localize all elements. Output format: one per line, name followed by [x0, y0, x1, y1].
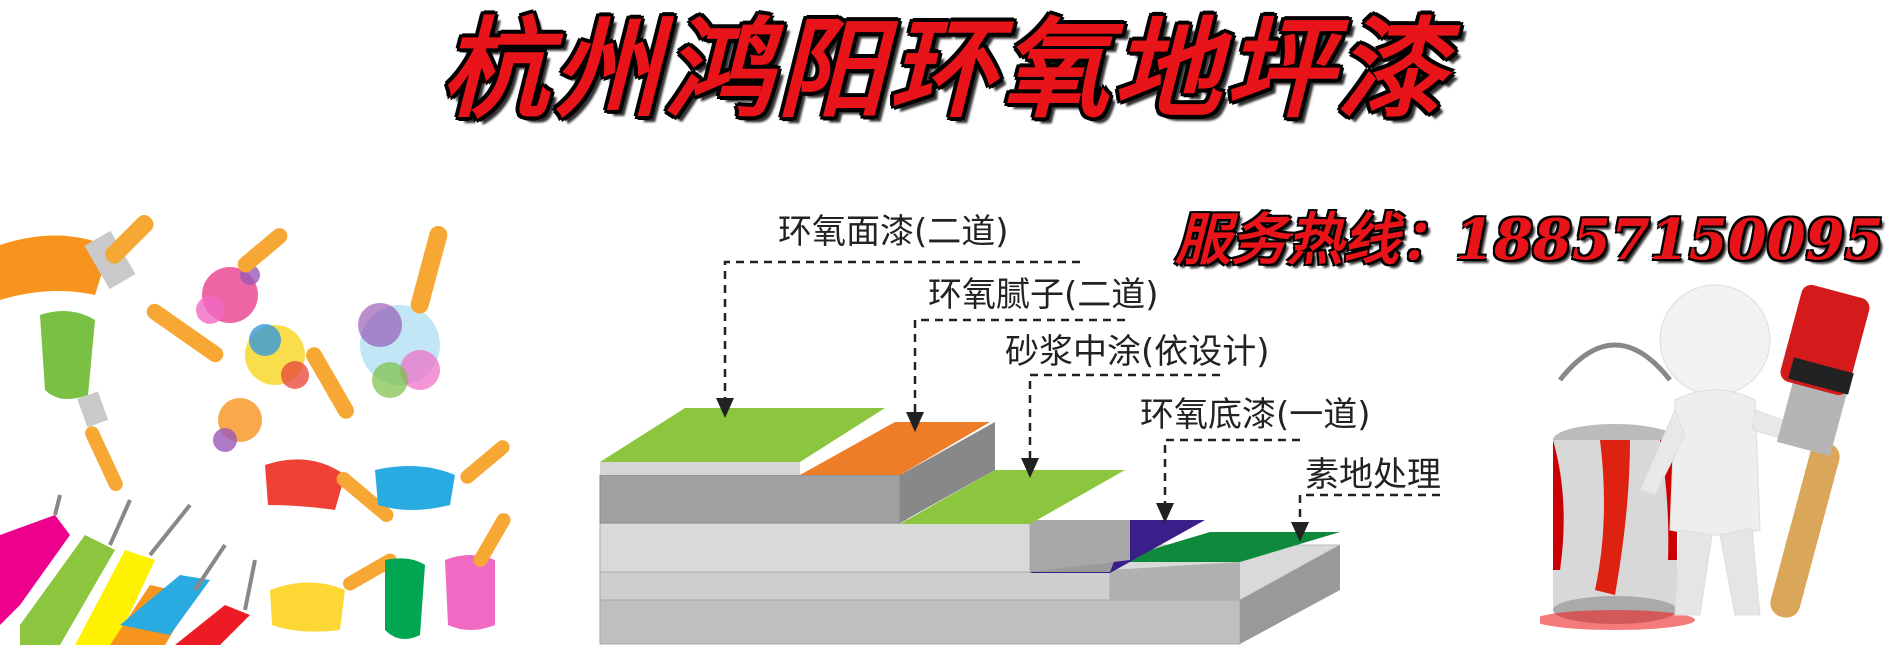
- label-primer: 环氧底漆(一道): [1140, 395, 1371, 435]
- layer-mortar: [900, 470, 1125, 524]
- label-bare-floor: 素地处理: [1305, 455, 1441, 495]
- paint-brushes-icon: [0, 215, 511, 645]
- layer-topcoat: [600, 408, 885, 462]
- layer-putty: [800, 422, 990, 475]
- figure-paint-bucket-icon: [1540, 284, 1870, 630]
- service-hotline: 服务热线：18857150095: [1175, 207, 1884, 273]
- label-mortar: 砂浆中涂(依设计): [1005, 332, 1270, 372]
- layer-bare-floor: [1110, 532, 1340, 562]
- label-putty: 环氧腻子(二道): [928, 275, 1159, 315]
- banner-title: 杭州鸿阳环氧地坪漆: [440, 7, 1449, 133]
- label-topcoat: 环氧面漆(二道): [778, 212, 1009, 252]
